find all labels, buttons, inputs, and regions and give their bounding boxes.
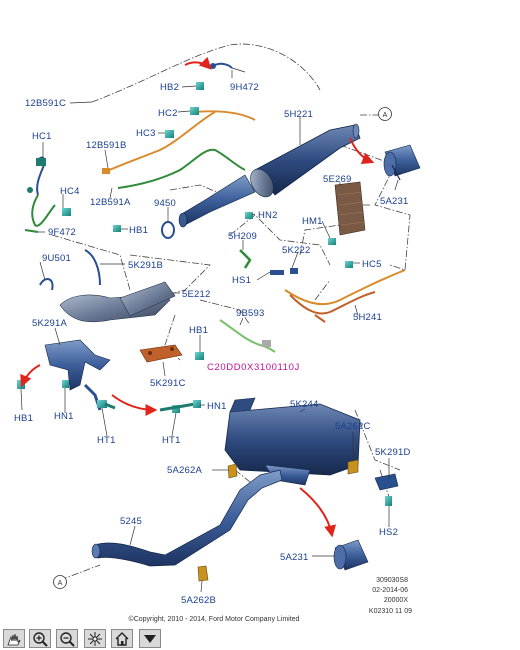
leader-lines: [20, 70, 399, 593]
sensor-9h472: [196, 62, 246, 90]
label-hs2: HS2: [379, 527, 398, 538]
part-9450: [161, 221, 175, 239]
menu-button[interactable]: [139, 629, 161, 648]
view-marker-a-top: A: [378, 107, 392, 121]
view-marker-a-top-label: A: [383, 112, 388, 119]
label-9b593: 9B593: [236, 308, 264, 319]
burst-icon: [88, 631, 102, 646]
home-button[interactable]: [111, 629, 133, 648]
pan-tool-button[interactable]: [3, 629, 25, 648]
harness-12b591a: [117, 130, 246, 189]
label-5a231-bottom: 5A231: [280, 552, 308, 563]
label-12b591b: 12B591B: [86, 140, 127, 151]
label-9450: 9450: [154, 198, 176, 209]
part-5a262a: [227, 463, 238, 479]
part-5h241: [284, 269, 406, 323]
exhaust-system-diagram: A A 12B591C HB2 9H472 HC2 HC3 5H221 HC1 …: [14, 43, 421, 623]
label-5a262a: 5A262A: [167, 465, 202, 476]
label-5h241: 5H241: [353, 312, 382, 323]
label-hn2: HN2: [258, 210, 278, 221]
harness-9f472: [24, 156, 71, 233]
part-5e269: [334, 181, 366, 236]
label-hm1: HM1: [302, 216, 323, 227]
label-c20dd0x3100110j: C20DD0X3100110J: [207, 362, 300, 373]
label-12b591a: 12B591A: [90, 197, 131, 208]
zoom-out-button[interactable]: [56, 629, 78, 648]
label-hn1-left: HN1: [54, 411, 74, 422]
zoom-out-icon: [60, 631, 75, 647]
part-5a262b: [197, 565, 209, 582]
viewer-toolbar: [0, 628, 520, 650]
part-9b593: [219, 319, 276, 353]
label-5e269: 5E269: [323, 174, 351, 185]
label-5e212: 5E212: [182, 289, 210, 300]
label-hc3: HC3: [136, 128, 156, 139]
label-12b591c: 12B591C: [25, 98, 66, 109]
hand-icon: [7, 633, 21, 645]
label-5k291c: 5K291C: [150, 378, 186, 389]
part-5245: [91, 469, 283, 567]
fit-button[interactable]: [84, 629, 106, 648]
reference-line-2: 02-2014-06: [372, 587, 408, 594]
label-5a262c: 5A262C: [335, 421, 371, 432]
label-5k291b: 5K291B: [128, 260, 163, 271]
home-icon: [115, 631, 129, 646]
label-5a262b: 5A262B: [181, 595, 216, 606]
callout-labels: 12B591C HB2 9H472 HC2 HC3 5H221 HC1 12B5…: [14, 82, 411, 606]
label-5k244: 5K244: [290, 399, 318, 410]
label-9u501: 9U501: [42, 253, 71, 264]
label-hb1-mid: HB1: [189, 325, 208, 336]
label-5245: 5245: [120, 516, 142, 527]
part-5k291c: [139, 344, 183, 363]
reference-line-3: 20000X: [384, 597, 408, 604]
label-hc5: HC5: [362, 259, 382, 270]
label-9h472: 9H472: [230, 82, 259, 93]
label-5k291a: 5K291A: [32, 318, 67, 329]
label-hn1-mid: HN1: [207, 401, 227, 412]
label-hc4: HC4: [60, 186, 80, 197]
label-5a231-top: 5A231: [380, 196, 408, 207]
part-5h221: [178, 123, 361, 228]
triangle-down-icon: [144, 634, 156, 643]
label-5k222: 5K222: [282, 245, 310, 256]
part-5k291d: [374, 473, 399, 506]
part-5a231-top: [383, 144, 421, 181]
copyright-text: ©Copyright, 2010 - 2014, Ford Motor Comp…: [129, 615, 300, 623]
label-ht1-mid: HT1: [162, 435, 181, 446]
red-arrows: [20, 56, 375, 538]
label-5h221: 5H221: [284, 109, 313, 120]
view-marker-a-bottom: A: [53, 575, 67, 589]
harness-12b591b: [102, 107, 256, 174]
label-5h209: 5H209: [228, 231, 257, 242]
part-5k291a: [44, 339, 111, 411]
part-5k244: [224, 397, 361, 486]
label-9f472: 9F472: [48, 227, 76, 238]
part-5a231-bottom: [333, 539, 369, 571]
zoom-in-icon: [33, 631, 48, 647]
part-5a262c: [347, 459, 359, 475]
reference-line-1: 309030S8: [376, 577, 408, 584]
construction-lines: [51, 43, 411, 581]
label-hb1-top: HB1: [129, 225, 148, 236]
label-ht1-left: HT1: [97, 435, 116, 446]
reference-line-4: K02310 11 09: [369, 608, 412, 615]
zoom-in-button[interactable]: [29, 629, 51, 648]
label-hc1: HC1: [32, 131, 52, 142]
label-hs1: HS1: [232, 275, 251, 286]
label-5k291d: 5K291D: [375, 447, 411, 458]
label-hc2: HC2: [158, 108, 178, 119]
reference-block: 309030S8 02-2014-06 20000X K02310 11 09: [369, 577, 412, 615]
label-hb1-left: HB1: [14, 413, 33, 424]
connectors: [113, 212, 353, 360]
view-marker-a-bottom-label: A: [58, 580, 63, 587]
part-5e212: [39, 249, 176, 323]
label-hb2: HB2: [160, 82, 179, 93]
